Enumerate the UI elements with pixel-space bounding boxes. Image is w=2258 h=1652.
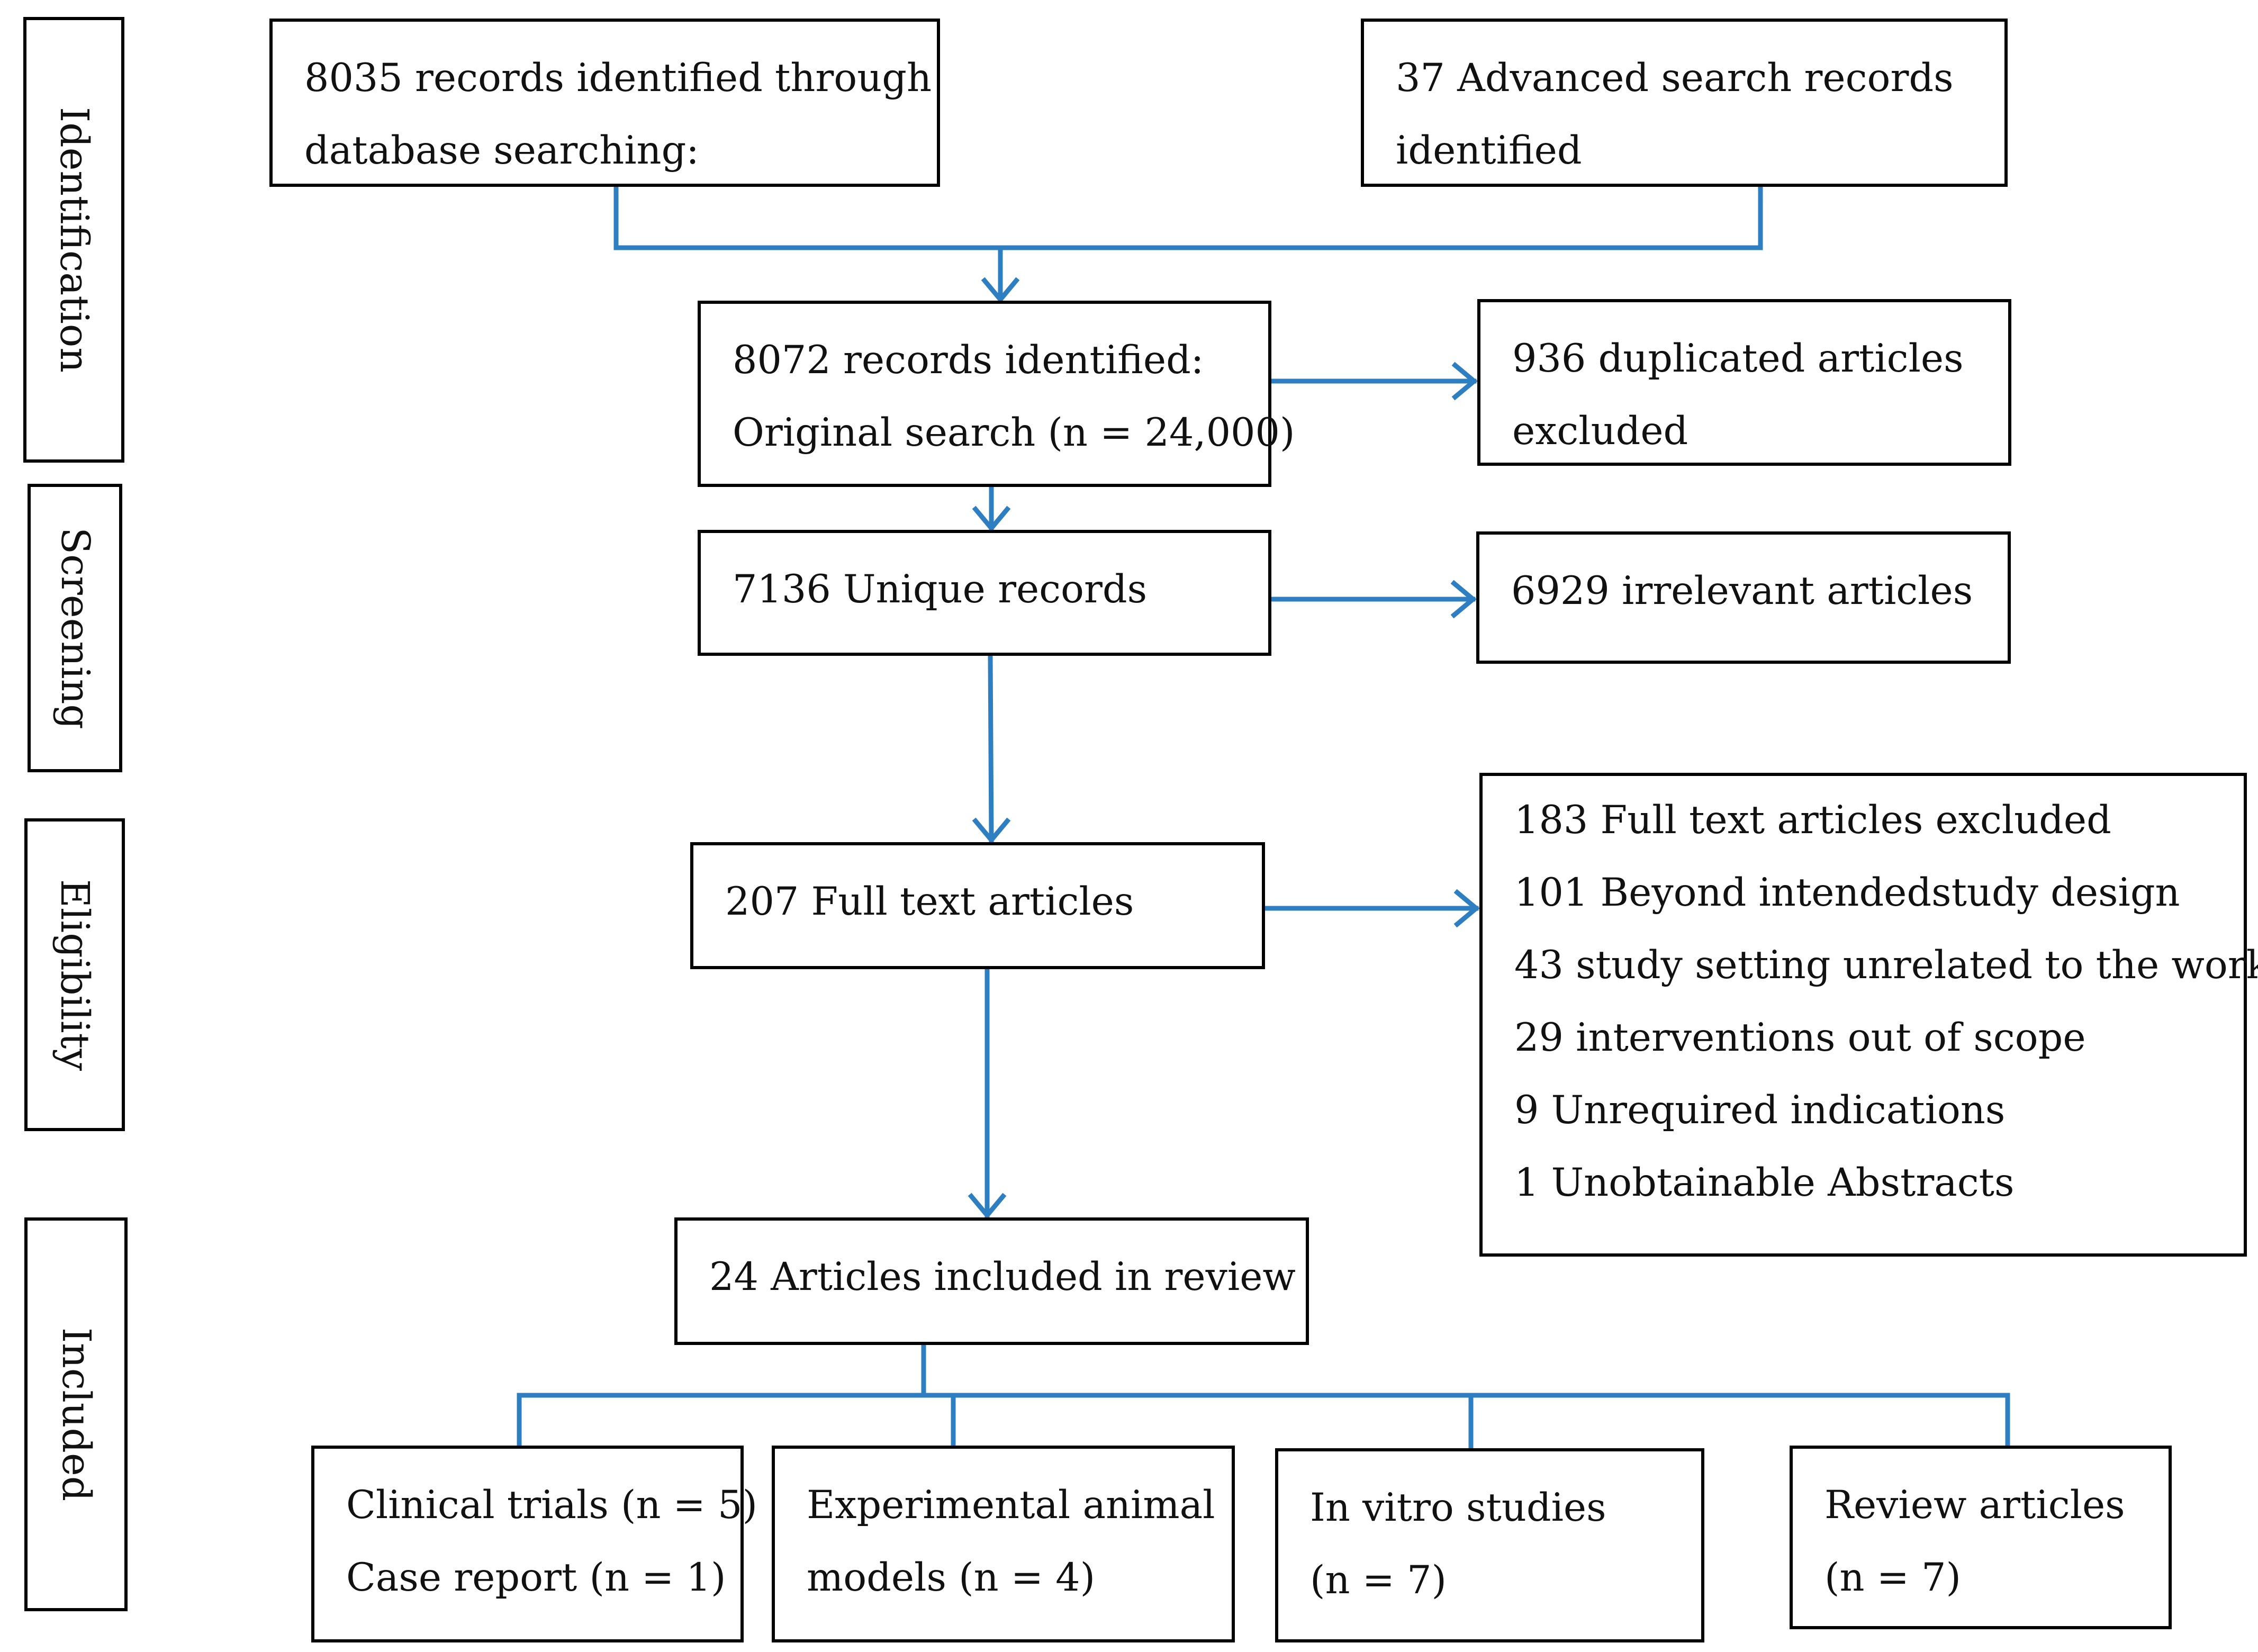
excluded-reason-abstracts: 1 Unobtainable Abstracts xyxy=(1514,1160,2015,1205)
animal-models-box: Experimental animal models (n = 4) xyxy=(772,1446,1235,1642)
case-report-line: Case report (n = 1) xyxy=(346,1555,726,1600)
records-identified-line-1: 8072 records identified: xyxy=(733,338,1204,383)
irrelevant-line: 6929 irrelevant articles xyxy=(1511,568,1973,613)
stage-eligibility-label: Eligibility xyxy=(52,879,97,1071)
clinical-trials-line: Clinical trials (n = 5) xyxy=(346,1483,757,1528)
arrow-to-unique-head xyxy=(972,505,1011,532)
arrow-to-records-head xyxy=(981,277,1020,304)
excluded-reason-interventions: 29 interventions out of scope xyxy=(1514,1015,2086,1060)
excluded-reason-indications: 9 Unrequired indications xyxy=(1514,1088,2006,1133)
included-line: 24 Articles included in review xyxy=(709,1254,1296,1299)
database-search-line-2: database searching: xyxy=(304,128,699,173)
records-identified-box: 8072 records identified: Original search… xyxy=(698,301,1295,487)
review-articles-line-1: Review articles xyxy=(1825,1483,2125,1528)
excluded-total: 183 Full text articles excluded xyxy=(1514,798,2111,843)
in-vitro-line-2: (n = 7) xyxy=(1310,1558,1447,1603)
unique-records-count: 7136 xyxy=(733,567,831,612)
arrow-to-excluded-head xyxy=(1453,889,1480,928)
unique-records-box: 7136 Unique records xyxy=(698,530,1271,656)
duplicates-line-2: excluded xyxy=(1512,409,1688,454)
excluded-reasons-box: 183 Full text articles excluded 101 Beyo… xyxy=(1479,773,2258,1257)
in-vitro-line-1: In vitro studies xyxy=(1310,1485,1606,1530)
duplicates-excluded-box: 936 duplicated articles excluded xyxy=(1477,299,2011,466)
unique-records-noun: records xyxy=(998,567,1148,612)
arrow-to-duplicates-head xyxy=(1451,362,1478,401)
stage-identification: Identification xyxy=(23,17,124,463)
clinical-trials-box: Clinical trials (n = 5) Case report (n =… xyxy=(311,1446,757,1642)
merge-connector xyxy=(613,184,1763,250)
review-articles-line-2: (n = 7) xyxy=(1825,1555,1961,1600)
advanced-search-line-1: 37 Advanced search records xyxy=(1396,56,1954,101)
review-articles-box: Review articles (n = 7) xyxy=(1790,1446,2172,1629)
animal-models-line-2: models (n = 4) xyxy=(807,1555,1096,1600)
full-text-line: 207 Full text articles xyxy=(725,879,1134,924)
duplicates-line-1: 936 duplicated articles xyxy=(1512,336,1964,381)
database-search-box: 8035 records identified through database… xyxy=(269,19,940,187)
included-in-review-box: 24 Articles included in review xyxy=(674,1217,1309,1345)
arrow-to-irrelevant-head xyxy=(1450,580,1477,619)
arrow-to-full-text-line xyxy=(988,653,994,843)
unique-records-line: 7136 Unique records xyxy=(733,553,1268,626)
animal-models-word-1: Experimental xyxy=(807,1483,1071,1528)
full-text-articles-box: 207 Full text articles xyxy=(690,842,1265,969)
stage-eligibility: Eligibility xyxy=(24,818,125,1131)
excluded-reason-design: 101 Beyond intendedstudy design xyxy=(1514,870,2180,915)
advanced-search-box: 37 Advanced search records identified xyxy=(1361,19,2008,187)
irrelevant-articles-box: 6929 irrelevant articles xyxy=(1476,531,2011,664)
unique-records-word: Unique xyxy=(843,567,986,612)
arrow-to-included-head xyxy=(968,1193,1007,1220)
database-search-line-1: 8035 records identified through xyxy=(304,56,932,101)
records-identified-line-2: Original search (n = 24,000) xyxy=(733,410,1295,455)
stage-screening: Screening xyxy=(28,484,122,772)
animal-models-line-1: Experimental animal xyxy=(807,1469,1232,1541)
stage-identification-label: Identification xyxy=(51,107,97,373)
stage-included: Included xyxy=(24,1217,128,1611)
excluded-reason-setting: 43 study setting unrelated to the work xyxy=(1514,943,2258,988)
advanced-search-line-2: identified xyxy=(1396,128,1582,173)
stage-included-label: Included xyxy=(53,1327,99,1502)
arrow-to-full-text-head xyxy=(972,817,1011,844)
animal-models-word-2: animal xyxy=(1082,1483,1215,1528)
in-vitro-box: In vitro studies (n = 7) xyxy=(1275,1448,1704,1642)
stage-screening-label: Screening xyxy=(52,527,98,729)
